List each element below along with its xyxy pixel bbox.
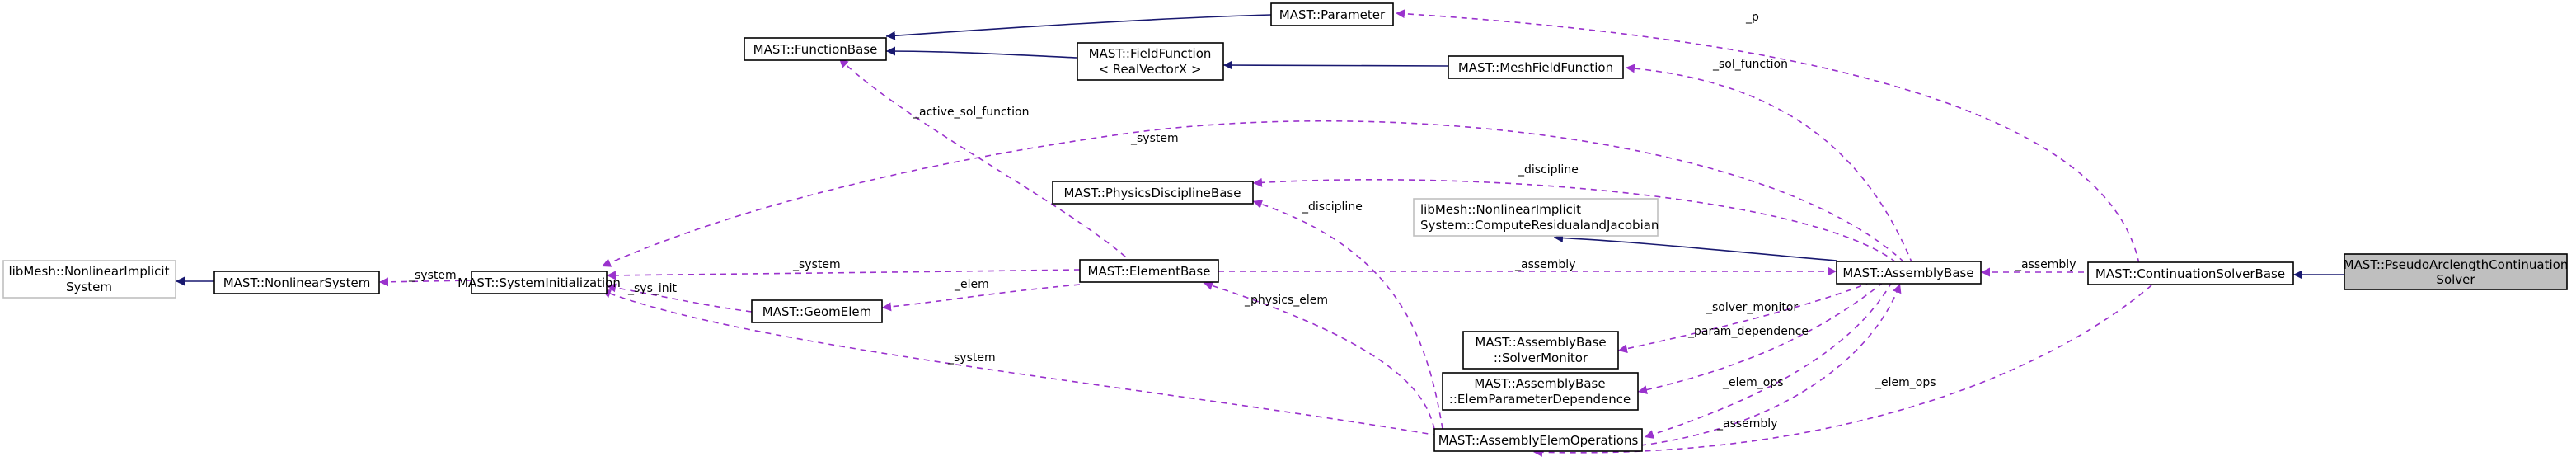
svg-text:MAST::AssemblyElemOperations: MAST::AssemblyElemOperations: [1438, 433, 1639, 448]
node-assembly-elem-operations[interactable]: MAST::AssemblyElemOperations: [1433, 428, 1643, 452]
svg-text:System: System: [66, 280, 112, 294]
node-function-base[interactable]: MAST::FunctionBase: [744, 37, 887, 61]
edge-param-dependence: [1637, 281, 1884, 394]
edge-sol-function: [1625, 64, 1913, 265]
label-discipline-low: _discipline: [1302, 200, 1363, 214]
edge-physics-elem: [1203, 281, 1435, 430]
svg-text:MAST::PhysicsDisciplineBase: MAST::PhysicsDisciplineBase: [1064, 186, 1241, 200]
node-libmesh-nonlinear-implicit-system[interactable]: libMesh::NonlinearImplicit System: [2, 260, 176, 299]
edge-sys-init: [606, 283, 753, 313]
edge-active-sol-function: [838, 58, 1134, 265]
edge-elem-ops-right: [1532, 285, 2152, 457]
node-solver-monitor[interactable]: MAST::AssemblyBase ::SolverMonitor: [1462, 331, 1619, 370]
edge-parameter-to-functionbase: [885, 14, 1272, 40]
node-geom-elem[interactable]: MAST::GeomElem: [751, 299, 883, 323]
svg-text:::ElemParameterDependence: ::ElemParameterDependence: [1449, 392, 1631, 407]
node-pseudo-arclength-continuation-solver[interactable]: MAST::PseudoArclengthContinuation Solver: [2344, 253, 2569, 290]
label-assembly-mid: _assembly: [1514, 258, 1575, 271]
node-elem-parameter-dependence[interactable]: MAST::AssemblyBase ::ElemParameterDepend…: [1442, 372, 1639, 411]
label-elem: _elem: [954, 278, 989, 291]
node-libmesh-compute-residual-jacobian[interactable]: libMesh::NonlinearImplicit System::Compu…: [1413, 198, 1659, 237]
svg-text:MAST::MeshFieldFunction: MAST::MeshFieldFunction: [1458, 60, 1613, 75]
svg-text:libMesh::NonlinearImplicit: libMesh::NonlinearImplicit: [1420, 202, 1581, 217]
edge-meshfield-to-fieldfunction: [1222, 60, 1449, 70]
svg-text:< RealVectorX >: < RealVectorX >: [1098, 62, 1201, 77]
label-system-mid: _system: [792, 258, 841, 271]
svg-text:MAST::FunctionBase: MAST::FunctionBase: [753, 42, 878, 57]
svg-text:MAST::AssemblyBase: MAST::AssemblyBase: [1842, 266, 1973, 280]
svg-text:MAST::NonlinearSystem: MAST::NonlinearSystem: [223, 275, 371, 290]
node-continuation-solver-base[interactable]: MAST::ContinuationSolverBase: [2087, 261, 2294, 285]
edge-discipline-low: [1252, 200, 1443, 430]
svg-text:MAST::AssemblyBase: MAST::AssemblyBase: [1474, 376, 1605, 391]
edge-labels: _p _sol_function _active_sol_function _s…: [408, 11, 2076, 431]
svg-text:libMesh::NonlinearImplicit: libMesh::NonlinearImplicit: [9, 264, 170, 279]
svg-text:MAST::GeomElem: MAST::GeomElem: [762, 304, 871, 319]
label-p: _p: [1745, 11, 1759, 24]
label-discipline-top: _discipline: [1518, 163, 1579, 177]
svg-text:System::ComputeResidualandJaco: System::ComputeResidualandJacobian: [1420, 218, 1659, 233]
node-mesh-field-function[interactable]: MAST::MeshFieldFunction: [1448, 55, 1624, 79]
svg-text:MAST::AssemblyBase: MAST::AssemblyBase: [1475, 335, 1606, 350]
label-system-bottom: _system: [947, 351, 996, 365]
edge-system-left: [378, 277, 472, 287]
label-elem-ops-right: _elem_ops: [1875, 376, 1936, 389]
svg-text:MAST::ElementBase: MAST::ElementBase: [1088, 264, 1211, 279]
node-element-base[interactable]: MAST::ElementBase: [1079, 259, 1219, 283]
edges: [176, 9, 2344, 457]
svg-text:MAST::Parameter: MAST::Parameter: [1279, 7, 1386, 22]
edge-elem-ops-mid: [1644, 281, 1893, 439]
svg-text:MAST::SystemInitialization: MAST::SystemInitialization: [457, 275, 621, 290]
edge-system-top: [601, 120, 1905, 267]
node-parameter[interactable]: MAST::Parameter: [1270, 2, 1394, 26]
label-param-dependence: _param_dependence: [1687, 325, 1809, 338]
svg-text:MAST::PseudoArclengthContinuat: MAST::PseudoArclengthContinuation: [2344, 257, 2569, 272]
node-system-initialization[interactable]: MAST::SystemInitialization: [457, 271, 621, 294]
edge-fieldfunction-to-functionbase: [885, 46, 1078, 59]
edge-discipline-top: [1252, 177, 1897, 263]
svg-text:::SolverMonitor: ::SolverMonitor: [1494, 351, 1588, 365]
svg-text:Solver: Solver: [2436, 272, 2475, 287]
label-assembly-low: _assembly: [1716, 417, 1777, 431]
node-physics-discipline-base[interactable]: MAST::PhysicsDisciplineBase: [1052, 181, 1254, 205]
label-physics-elem: _physics_elem: [1244, 294, 1328, 307]
label-assembly-right: _assembly: [2015, 258, 2076, 271]
edge-p: [1395, 9, 2140, 265]
svg-text:MAST::FieldFunction: MAST::FieldFunction: [1089, 46, 1212, 61]
label-solver-monitor: _solver_monitor: [1706, 301, 1798, 314]
node-field-function[interactable]: MAST::FieldFunction < RealVectorX >: [1077, 42, 1224, 81]
svg-text:MAST::ContinuationSolverBase: MAST::ContinuationSolverBase: [2095, 266, 2285, 281]
edge-system-bottom: [601, 289, 1439, 436]
node-nonlinear-system[interactable]: MAST::NonlinearSystem: [213, 271, 380, 294]
label-system-left: _system: [408, 269, 457, 282]
label-sys-init: _sys_init: [627, 282, 678, 295]
edge-assembly-to-libmeshcompute: [1553, 233, 1837, 261]
edge-solver-monitor: [1617, 281, 1872, 354]
label-system-top: _system: [1130, 132, 1179, 145]
label-sol-function: _sol_function: [1712, 58, 1788, 71]
node-assembly-base[interactable]: MAST::AssemblyBase: [1836, 261, 1982, 285]
edge-system-mid: [606, 269, 1081, 280]
edge-elem: [881, 284, 1081, 312]
label-elem-ops-mid: _elem_ops: [1722, 376, 1784, 389]
label-active-sol-function: _active_sol_function: [913, 106, 1030, 119]
